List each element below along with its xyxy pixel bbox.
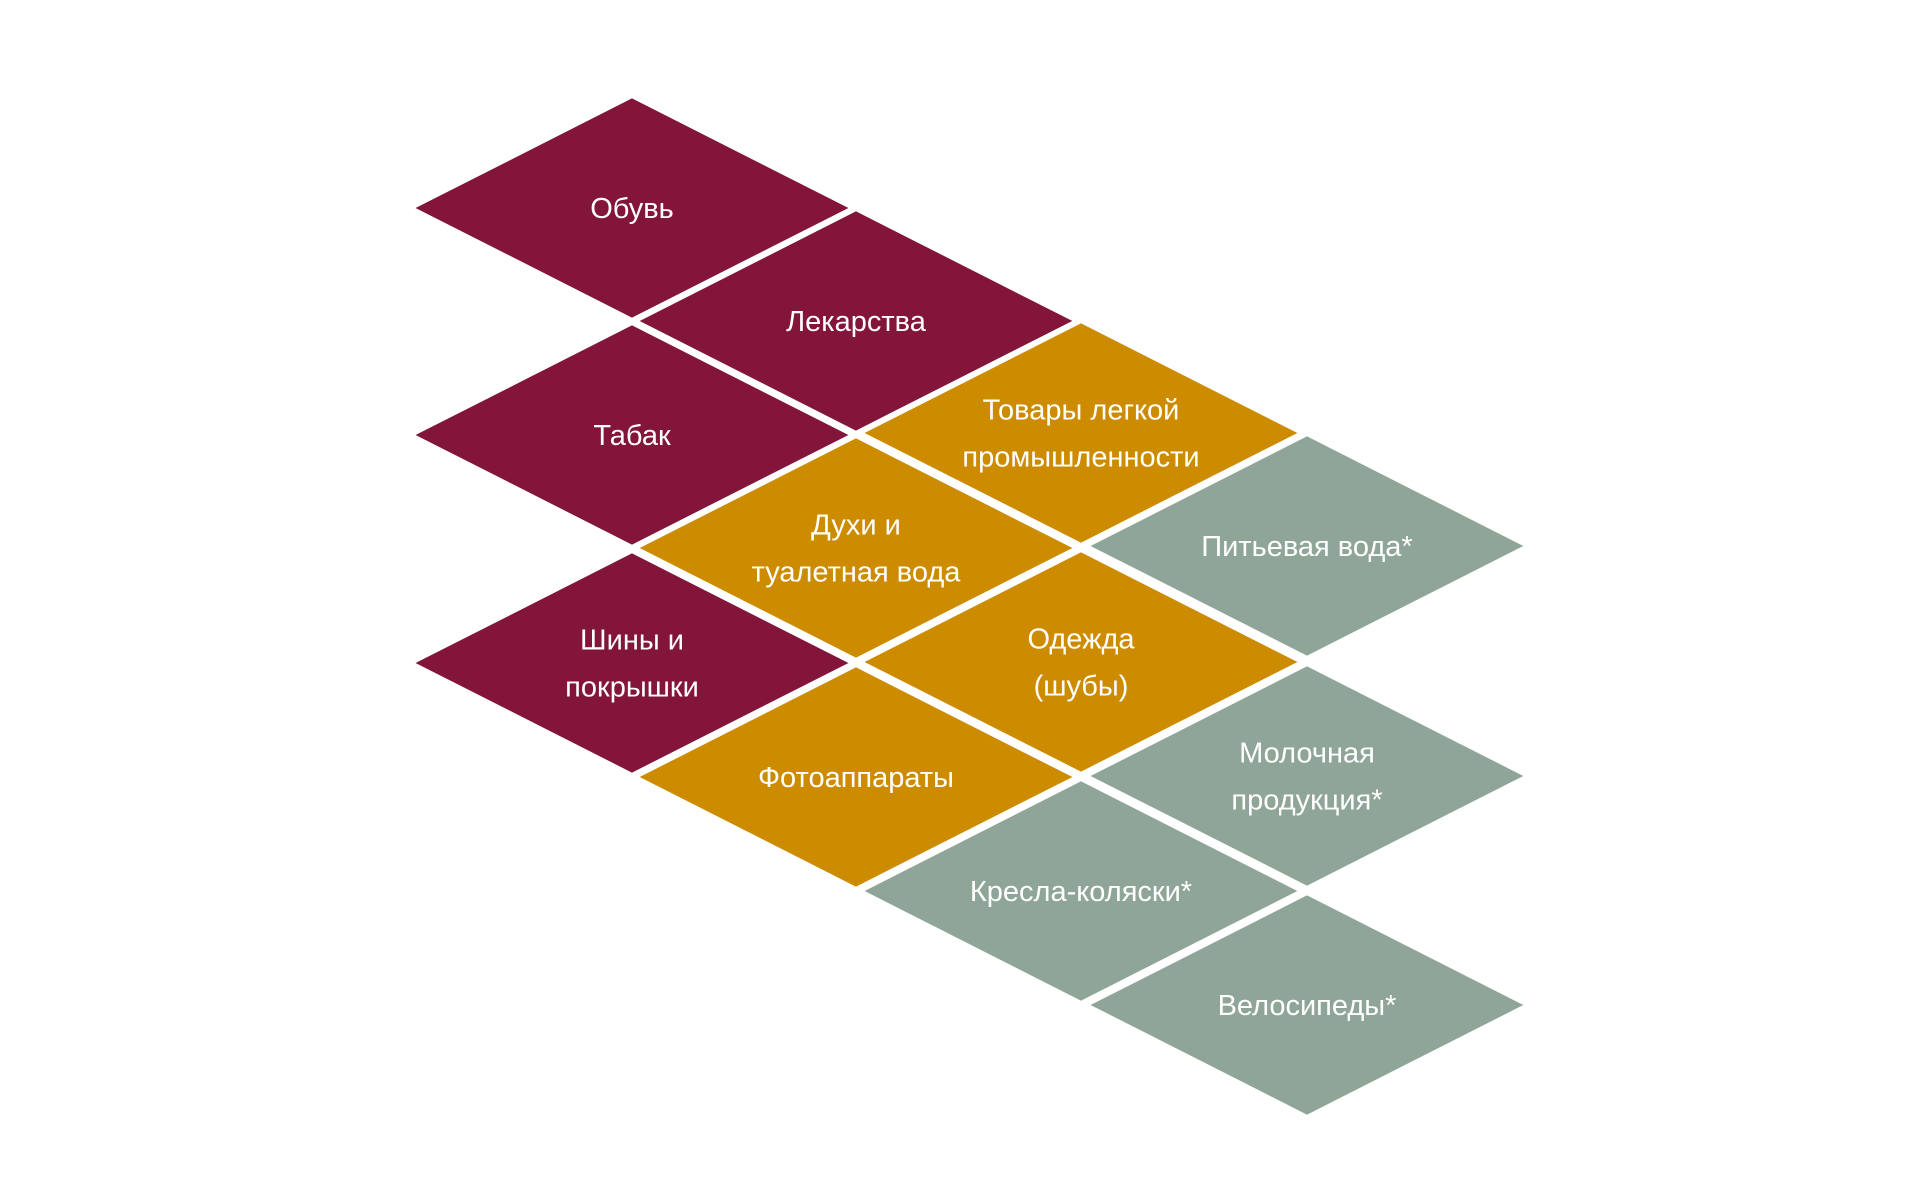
tile-label-line: Фотоаппараты [758, 762, 954, 794]
tile-label-line: (шубы) [1034, 671, 1129, 703]
tile-label-line: Шины и [580, 625, 684, 657]
tile-label-line: покрышки [565, 672, 699, 704]
tile-label-line: Одежда [1027, 624, 1135, 656]
tile-label-line: промышленности [962, 442, 1199, 474]
tile-shape [1077, 659, 1537, 893]
tile-shape [1077, 429, 1537, 663]
tile-shape [1077, 888, 1537, 1122]
tile-pitevaya-voda: Питьевая вода* [1077, 429, 1537, 663]
tile-label-line: Обувь [590, 193, 674, 225]
tile-label-line: Табак [593, 420, 671, 452]
tile-label-line: Лекарства [786, 306, 927, 338]
tile-label-line: Велосипеды* [1218, 990, 1397, 1022]
tile-label-line: Духи и [811, 510, 901, 542]
tile-label-line: туалетная вода [752, 557, 962, 589]
tile-label-line: Молочная [1239, 738, 1375, 770]
tile-label-line: продукция* [1231, 785, 1382, 817]
tile-label-line: Питьевая вода* [1201, 531, 1412, 563]
tile-molochnaya: Молочная продукция* [1077, 659, 1537, 893]
tile-label-line: Кресла-коляски* [970, 876, 1192, 908]
tile-velosipedy: Велосипеды* [1077, 888, 1537, 1122]
tile-label-line: Товары легкой [983, 395, 1180, 427]
